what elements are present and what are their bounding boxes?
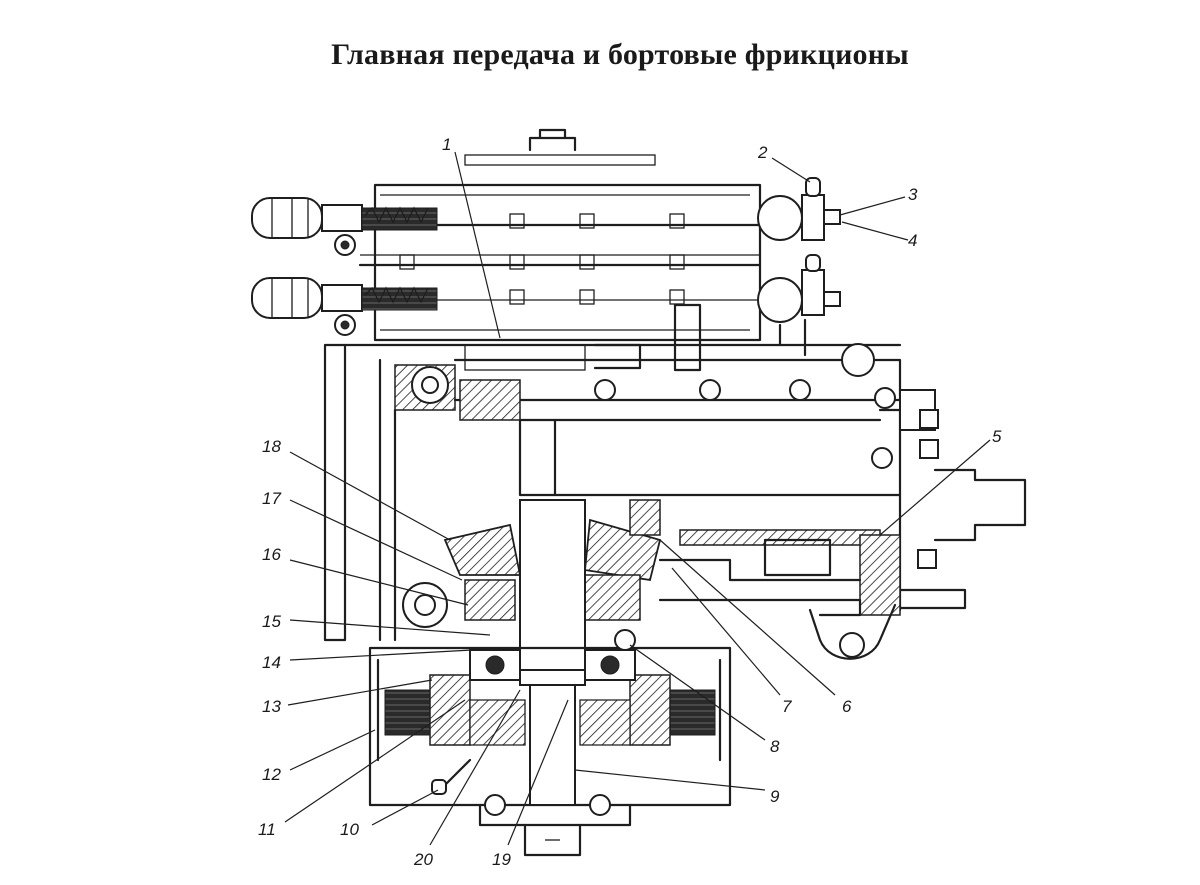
callout-10: 10 xyxy=(340,820,359,839)
callout-labels: 1 2 3 4 5 6 7 8 9 10 11 12 13 14 15 16 1… xyxy=(258,135,1002,869)
left-spring-caps xyxy=(251,197,438,336)
callout-20: 20 xyxy=(413,850,433,869)
callout-6: 6 xyxy=(842,697,852,716)
callout-13: 13 xyxy=(262,697,281,716)
callout-2: 2 xyxy=(757,143,768,162)
callout-17: 17 xyxy=(262,489,281,508)
right-levers xyxy=(757,177,841,357)
callout-5: 5 xyxy=(992,427,1002,446)
callout-8: 8 xyxy=(770,737,780,756)
callout-4: 4 xyxy=(908,231,917,250)
page-title: Главная передача и бортовые фрикционы xyxy=(331,38,909,71)
bevel-gears xyxy=(402,499,901,671)
callout-12: 12 xyxy=(262,765,281,784)
callout-14: 14 xyxy=(262,653,281,672)
callout-3: 3 xyxy=(908,185,918,204)
main-housing xyxy=(323,303,1027,642)
callout-7: 7 xyxy=(782,697,792,716)
callout-18: 18 xyxy=(262,437,281,456)
callout-19: 19 xyxy=(492,850,511,869)
clutch-housing xyxy=(368,629,732,857)
callout-11: 11 xyxy=(258,820,276,839)
callout-15: 15 xyxy=(262,612,281,631)
leader-lines xyxy=(284,151,991,846)
callout-16: 16 xyxy=(262,545,281,564)
callout-1: 1 xyxy=(442,135,451,154)
callout-9: 9 xyxy=(770,787,780,806)
